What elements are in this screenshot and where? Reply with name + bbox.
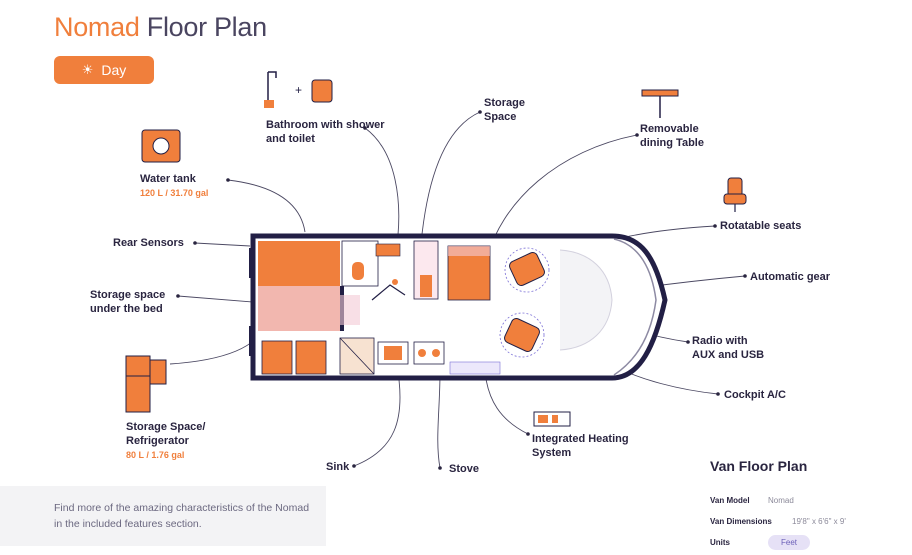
van-model-value: Nomad (768, 496, 794, 505)
van-dimensions-value: 19'8" x 6'6" x 9' (792, 517, 846, 526)
bed (258, 241, 344, 331)
info-text: Find more of the amazing characteristics… (54, 502, 310, 530)
kitchen (377, 341, 445, 365)
label-storage-under-bed: Storage space under the bed (90, 289, 166, 315)
van-floor-plan-title: Van Floor Plan (710, 458, 808, 474)
page-title: Nomad Floor Plan (54, 12, 267, 43)
info-box: Find more of the amazing characteristics… (0, 486, 326, 546)
van-model-label: Van Model (710, 496, 750, 505)
bathroom-icon: + (264, 71, 333, 108)
label-automatic-gear: Automatic gear (750, 271, 831, 283)
units-label: Units (710, 538, 730, 547)
water-tank-icon (141, 129, 181, 163)
label-stove: Stove (449, 463, 479, 475)
water-tank-capacity: 120 L / 31.70 gal (140, 188, 209, 198)
units-toggle[interactable]: Feet (768, 535, 810, 550)
bathroom (341, 240, 406, 301)
label-cockpit-ac: Cockpit A/C (724, 389, 786, 401)
label-heating: Integrated Heating System (532, 433, 629, 459)
fridge-cabinets (261, 337, 375, 375)
heating-unit (449, 361, 501, 375)
day-button-label: Day (101, 62, 127, 78)
label-sink: Sink (326, 461, 350, 473)
table-icon (641, 89, 679, 118)
storage-and-table (413, 240, 491, 301)
label-bathroom: Bathroom with shower and toilet (266, 119, 385, 145)
label-storage-fridge: Storage Space/ Refrigerator (126, 421, 206, 447)
label-storage-space: Storage Space (484, 97, 525, 123)
van-dimensions-label: Van Dimensions (710, 517, 772, 526)
title-brand: Nomad (54, 12, 140, 42)
svg-text:+: + (295, 83, 302, 97)
seat-icon (723, 177, 747, 212)
heating-icon (533, 411, 571, 427)
fridge-capacity: 80 L / 1.76 gal (126, 450, 185, 460)
title-rest: Floor Plan (146, 12, 267, 42)
label-water-tank: Water tank (140, 173, 196, 185)
label-removable-table: Removable dining Table (640, 123, 704, 149)
label-radio: Radio with AUX and USB (692, 335, 765, 361)
label-rotatable-seats: Rotatable seats (720, 220, 802, 232)
rotatable-seats (499, 247, 550, 358)
refrigerator-icon (125, 355, 167, 413)
day-mode-button[interactable]: ☀ Day (54, 56, 154, 84)
label-rear-sensors: Rear Sensors (113, 237, 184, 249)
sun-icon: ☀ (81, 62, 94, 77)
